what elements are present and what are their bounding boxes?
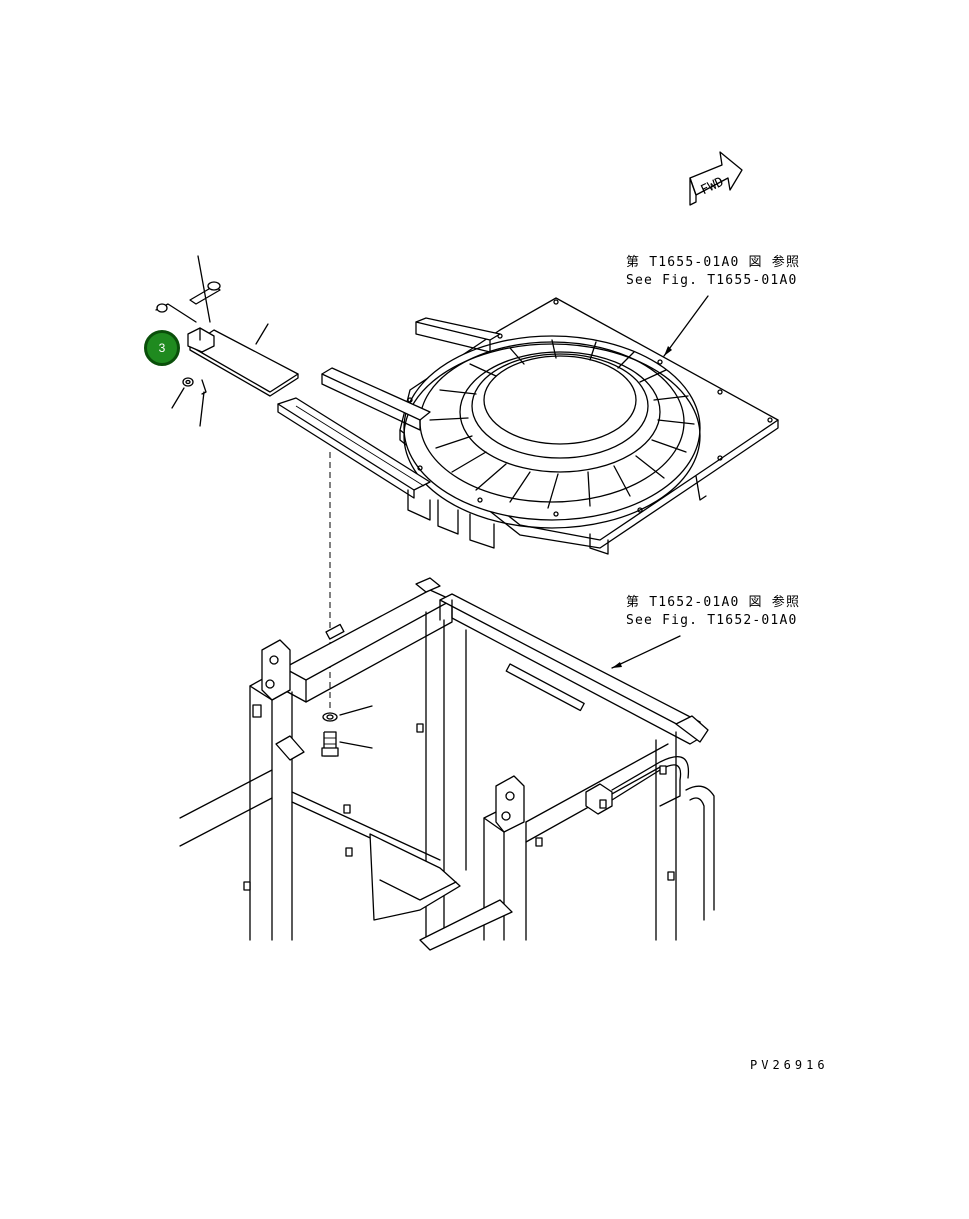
reference-note-lower-en: See Fig. T1652-01A0 xyxy=(626,613,798,628)
turntable-frame xyxy=(277,297,779,555)
cover-plate-assembly xyxy=(155,255,299,427)
reference-note-upper: 第 T1655-01A0 図 参照 See Fig. T1655-01A0 xyxy=(626,254,800,290)
mounting-bolt xyxy=(321,705,373,757)
fwd-arrow-icon: FWD xyxy=(689,151,743,206)
part-callout-3[interactable]: 3 xyxy=(144,330,180,366)
leader-lower-ref xyxy=(611,635,681,669)
cab-frame xyxy=(179,577,715,951)
reference-note-upper-jp: 第 T1655-01A0 図 参照 xyxy=(626,255,801,270)
drawing-number: PV26916 xyxy=(750,1058,829,1072)
reference-note-upper-en: See Fig. T1655-01A0 xyxy=(626,273,798,288)
reference-note-lower: 第 T1652-01A0 図 参照 See Fig. T1652-01A0 xyxy=(626,594,800,630)
leader-upper-ref xyxy=(663,295,709,357)
reference-note-lower-jp: 第 T1652-01A0 図 参照 xyxy=(626,595,801,610)
